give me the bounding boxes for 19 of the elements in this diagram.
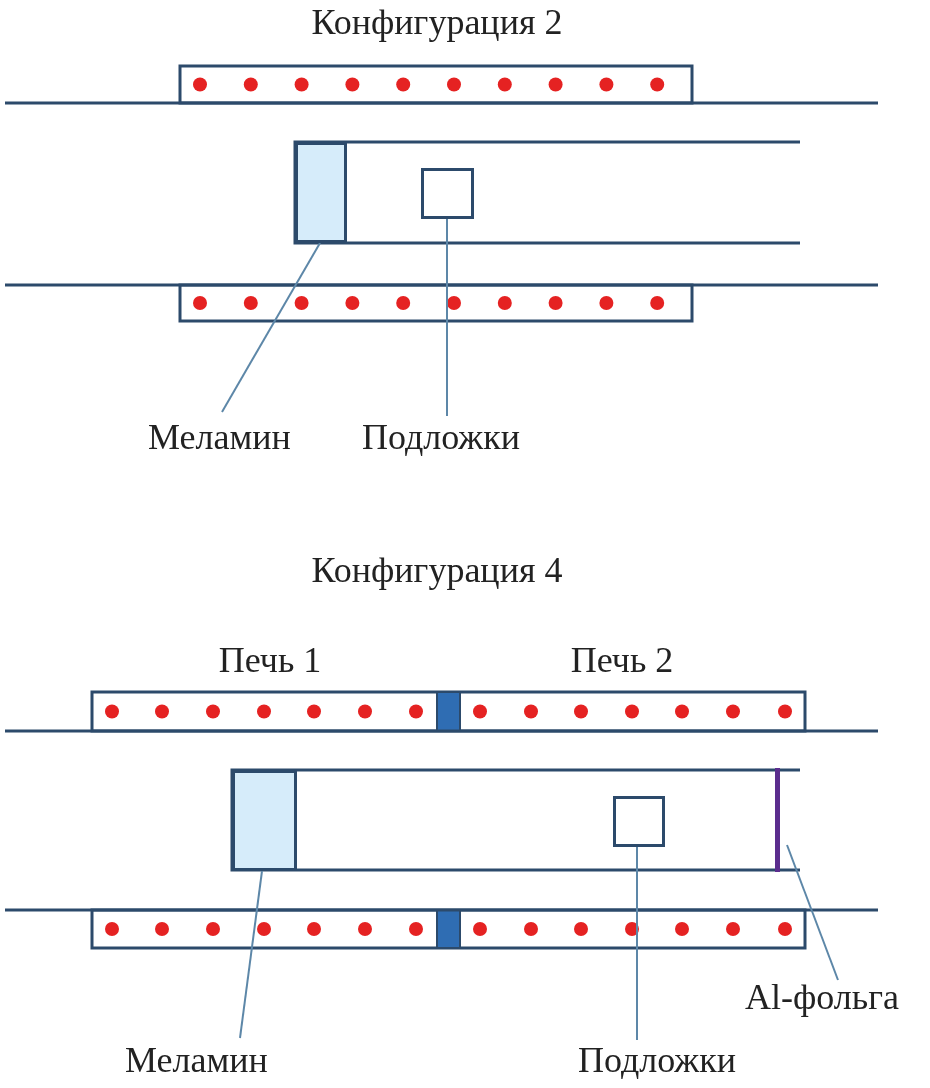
leader-line xyxy=(786,844,839,981)
part-label: Меламин xyxy=(148,417,291,457)
figure-title: Конфигурация 4 xyxy=(311,550,563,590)
part-label: Al-фольга xyxy=(745,977,899,1017)
leader-line xyxy=(221,242,321,413)
substrate-square xyxy=(613,796,665,847)
part-label: Подложки xyxy=(362,417,520,457)
melamine-block xyxy=(295,142,347,243)
substrate-square xyxy=(421,168,474,219)
leader-line xyxy=(636,846,638,1041)
melamine-block xyxy=(232,770,297,871)
part-label: Подложки xyxy=(578,1040,736,1080)
leader-line xyxy=(446,218,448,417)
leader-line xyxy=(239,870,263,1039)
foil-strip xyxy=(775,768,780,872)
furnace-label: Печь 1 xyxy=(218,640,322,680)
furnace-label: Печь 2 xyxy=(570,640,674,680)
part-label: Меламин xyxy=(125,1040,268,1080)
figure-title: Конфигурация 2 xyxy=(311,2,563,42)
